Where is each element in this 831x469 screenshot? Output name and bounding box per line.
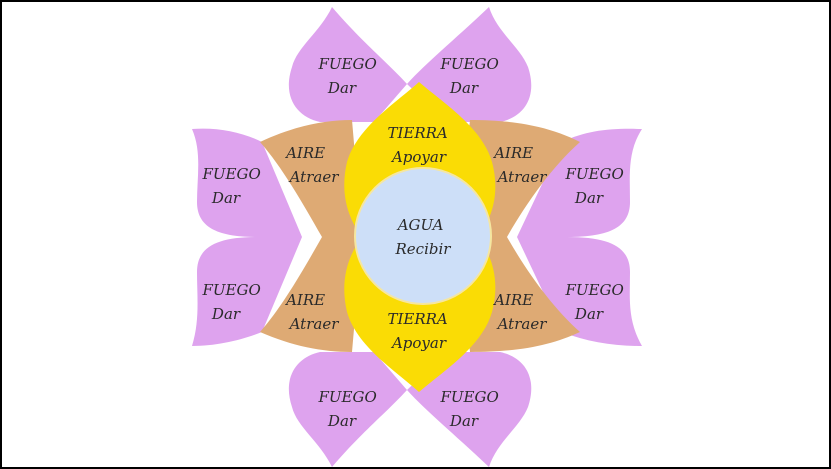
fire-label-top-right: FUEGO Dar — [439, 55, 503, 97]
air-label-upper-right: AIRE Atraer — [492, 144, 547, 186]
fire-petal-lower-right — [517, 237, 642, 346]
fire-petal-top-right — [407, 7, 532, 122]
water-label: AGUA Recibir — [395, 216, 452, 258]
fire-petal-bottom-left — [288, 352, 407, 467]
fire-label-lower-right: FUEGO Dar — [564, 281, 628, 323]
earth-label-bottom: TIERRA Apoyar — [387, 310, 452, 352]
fire-label-bottom-left: FUEGO Dar — [317, 388, 381, 430]
fire-label-top-left: FUEGO Dar — [317, 55, 381, 97]
air-label-lower-left: AIRE Atraer — [284, 291, 339, 333]
air-label-upper-left: AIRE Atraer — [284, 144, 339, 186]
fire-petal-upper-right — [517, 128, 642, 237]
fire-petals — [192, 7, 642, 467]
fire-petal-upper-left — [192, 128, 302, 237]
air-label-lower-right: AIRE Atraer — [492, 291, 547, 333]
earth-label-top: TIERRA Apoyar — [387, 124, 452, 166]
air-petal-upper-left — [260, 120, 362, 237]
fire-petal-lower-left — [192, 237, 302, 346]
labels: FUEGO Dar FUEGO Dar FUEGO Dar FUEGO Dar … — [201, 55, 628, 430]
air-petal-lower-left — [260, 237, 362, 352]
fire-petal-bottom-right — [407, 352, 532, 467]
fire-petal-top-left — [288, 7, 407, 122]
fire-label-bottom-right: FUEGO Dar — [439, 388, 503, 430]
water-center-circle — [354, 167, 492, 305]
fire-label-upper-right: FUEGO Dar — [564, 165, 628, 207]
fire-label-lower-left: FUEGO Dar — [201, 281, 265, 323]
fire-label-upper-left: FUEGO Dar — [201, 165, 265, 207]
